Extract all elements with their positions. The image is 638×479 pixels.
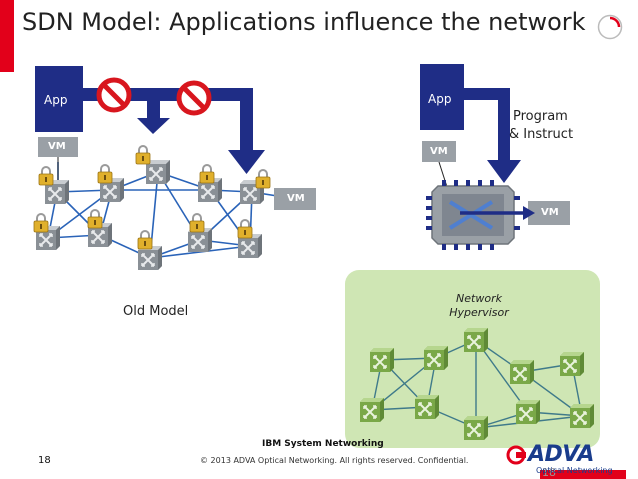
prohibited-icon [179,83,209,113]
old-vm-left-label: VM [48,141,66,152]
switch-icon [414,394,440,420]
old-model-switches [35,159,265,271]
switch-icon [509,359,535,385]
switch-icon [369,347,395,373]
page-number: 18 [38,455,51,466]
new-vm-top-box [422,141,456,162]
new-app-label: App [428,92,452,106]
new-vm-top-label: VM [430,146,448,157]
switch-icon [569,403,595,429]
lock-icon [97,164,113,184]
program-instruct-label: Program & Instruct [509,108,573,144]
old-vm-left-box [38,137,78,157]
switch-icon [463,415,489,441]
old-app-box [35,66,83,132]
lock-icon [33,213,49,233]
footer-brand: IBM System Networking [262,439,384,449]
accent-bar [0,0,14,72]
program-line-2: & Instruct [509,127,574,142]
switch-icon [559,351,585,377]
hypervisor-line-2: Hypervisor [449,306,509,319]
slide-title: SDN Model: Applications influence the ne… [22,8,586,36]
switch-icon [515,399,541,425]
page-number-ghost: 18 [542,466,556,479]
lock-icon [237,219,253,239]
lock-icon [199,164,215,184]
old-model-label: Old Model [123,304,189,319]
program-arrow [464,88,521,183]
program-line-1: Program [513,109,568,124]
new-vm-right-label: VM [541,207,559,218]
adva-logo-text: ADVA [528,442,594,467]
footer-copyright: © 2013 ADVA Optical Networking. All righ… [200,456,469,465]
hypervisor-line-1: Network [456,292,502,305]
circle-logo-icon [597,14,623,40]
new-app-box [420,64,464,130]
adva-logo-subtext: Optical Networking [536,466,613,475]
lock-icon [255,169,271,189]
old-app-label: App [44,93,68,107]
old-vm-right-box [274,188,316,210]
lock-icon [87,209,103,229]
old-vm-right-label: VM [287,193,305,204]
lock-icon [38,166,54,186]
prohibited-icon [99,80,129,110]
switch-icon [359,397,385,423]
sdn-switch-icon [426,180,535,250]
lock-icon [189,213,205,233]
lock-icon [137,230,153,250]
hypervisor-label: Network Hypervisor [448,292,510,320]
switch-icon [463,327,489,353]
switch-icon [137,245,163,271]
adva-logo-mark [506,445,626,479]
lock-icon [135,145,151,165]
switch-icon [423,345,449,371]
